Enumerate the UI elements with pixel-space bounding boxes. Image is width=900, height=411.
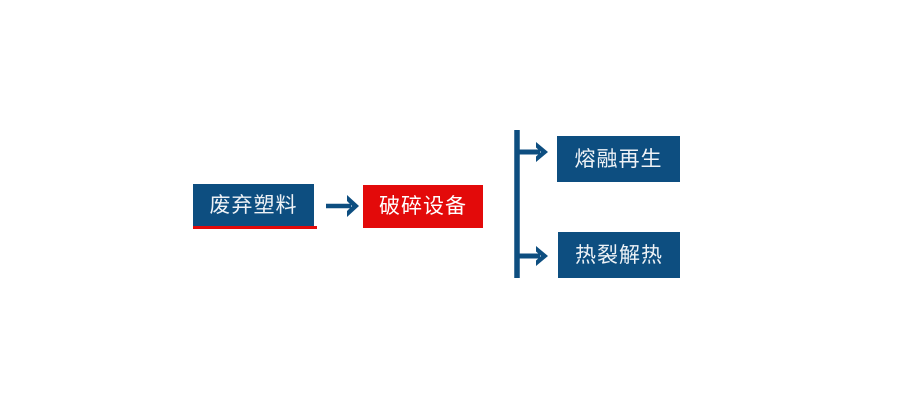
arrow-right-icon — [325, 190, 361, 222]
node-melt-regeneration[interactable]: 熔融再生 — [557, 136, 680, 182]
node-waste-plastic[interactable]: 废弃塑料 — [193, 184, 314, 226]
node-waste-plastic-underline — [193, 226, 317, 229]
node-waste-plastic-label: 废弃塑料 — [209, 192, 298, 217]
branch-split-connector — [506, 128, 562, 280]
node-melt-regeneration-label: 熔融再生 — [574, 146, 663, 171]
node-pyrolysis-heat[interactable]: 热裂解热 — [558, 232, 680, 278]
node-pyrolysis-heat-label: 热裂解热 — [575, 242, 663, 267]
node-crushing-equipment[interactable]: 破碎设备 — [363, 185, 483, 228]
node-crushing-equipment-label: 破碎设备 — [379, 194, 467, 218]
